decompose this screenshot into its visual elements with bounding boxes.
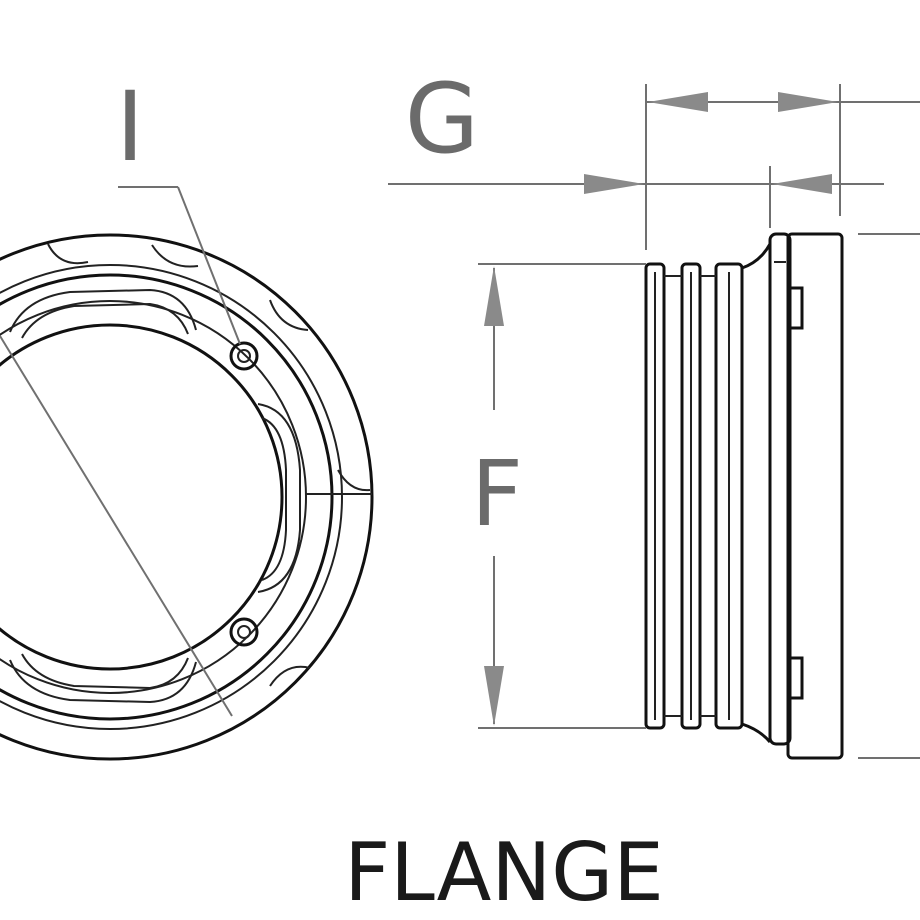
lug-top-inner <box>21 302 189 339</box>
dim-f-label: F <box>471 442 523 547</box>
dim-g-lower-arrow-right <box>772 174 832 194</box>
dim-f-arrow-bottom <box>484 666 504 726</box>
lug-bottom <box>9 659 197 704</box>
side-rib-2 <box>680 262 702 730</box>
dimension-f: F <box>471 263 646 729</box>
side-rib-3 <box>714 262 744 730</box>
side-fillet-bottom <box>741 722 772 743</box>
callout-i: I <box>116 71 241 345</box>
callout-i-label: I <box>116 71 144 183</box>
front-bore <box>0 323 284 671</box>
dim-g-upper-arrow-right <box>778 92 838 112</box>
rim-scallop-top-2 <box>151 244 199 268</box>
side-bolt-bottom <box>786 656 804 700</box>
rim-scallop-top-1 <box>47 243 89 265</box>
dim-g-lower-arrow-left <box>584 174 644 194</box>
rim-scallop-right-2 <box>337 469 371 492</box>
side-view <box>644 232 844 760</box>
side-bolt-top <box>786 286 804 330</box>
dim-g-label: G <box>405 63 479 175</box>
front-diagonal-line <box>0 335 233 717</box>
lug-top <box>9 288 197 333</box>
front-outer-rim <box>0 233 374 761</box>
caption-title: FLANGE <box>344 826 664 919</box>
lug-bottom-inner <box>21 653 189 690</box>
lug-right <box>257 403 301 593</box>
bolt-upper <box>229 341 259 371</box>
rim-scallop-right-1 <box>269 299 309 331</box>
side-flange-plate <box>786 232 844 760</box>
front-mid-ring <box>0 273 334 721</box>
side-flange-lip <box>768 232 792 746</box>
front-view <box>0 233 374 761</box>
front-outer-rim-inner <box>0 264 343 730</box>
rim-scallop-right-3 <box>269 665 311 687</box>
dimension-g: G <box>388 63 920 250</box>
bolt-lower <box>229 617 259 647</box>
side-fillet-top <box>741 243 772 270</box>
dim-f-arrow-top <box>484 266 504 326</box>
lug-right-inner <box>261 417 287 581</box>
callout-i-leader <box>177 186 241 345</box>
front-inner-ring <box>0 300 307 694</box>
dim-g-upper-arrow-left <box>648 92 708 112</box>
side-rib-1 <box>644 262 666 730</box>
